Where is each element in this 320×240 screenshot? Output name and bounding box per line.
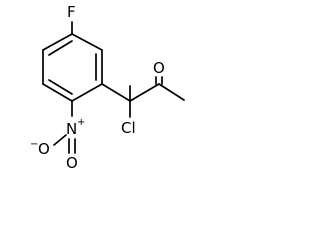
ring-double-bond-inner-1 (48, 40, 73, 56)
benzene-ring (42, 33, 103, 102)
nitro-oxygen-bottom-label: O (66, 154, 78, 172)
chemical-structure-diagram: F O Cl N + O O − (30, 3, 185, 172)
nitro-nitrogen-label: N (66, 120, 77, 138)
chlorine-atom-label: Cl (121, 119, 136, 137)
nitro-single-bond (53, 134, 67, 146)
fluorine-atom-label: F (67, 3, 76, 21)
bond-carbonyl-to-methyl (158, 83, 185, 101)
ring-bond-c5-c6 (42, 83, 73, 102)
nitro-oxygen-left-charge: − (30, 139, 38, 150)
bond-ring-to-chcl (101, 83, 131, 102)
nitro-oxygen-left-label: O (38, 140, 50, 158)
bond-chcl-carbonyl-main (129, 83, 160, 102)
ring-bond-c4-c5 (71, 83, 103, 102)
ring-bond-c2-c3 (71, 33, 103, 51)
nitro-nitrogen-charge: + (77, 117, 85, 128)
ring-bond-c1-c2 (42, 33, 73, 51)
ring-double-bond-inner-3 (48, 79, 73, 95)
carbonyl-oxygen-label: O (153, 59, 165, 77)
